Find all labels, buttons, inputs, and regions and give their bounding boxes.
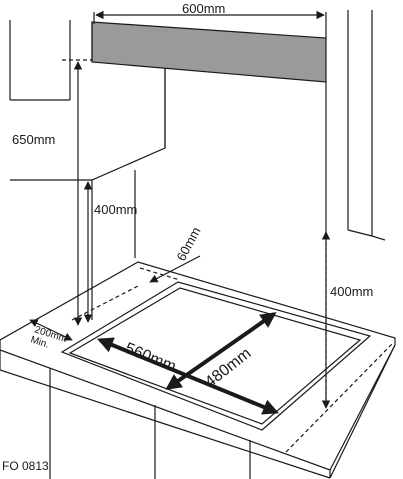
left-wall-cabinet [9,20,166,181]
dim-480-arrow [165,312,277,390]
label-560: 560mm [123,340,179,376]
label-60: 60mm [173,224,203,263]
right-wall-cabinet [347,10,386,241]
label-480: 480mm [202,345,255,391]
label-400-right: 400mm [330,284,373,299]
dash-200-guide [71,284,141,321]
dim-200-line [29,319,73,341]
cooker-hood [91,21,327,83]
dim-60-line [149,255,201,283]
dash-right-guide [285,343,393,453]
label-code: FO 0813 [2,459,49,473]
label-650: 650mm [12,132,55,147]
label-600: 600mm [182,1,225,16]
label-400-left: 400mm [94,202,137,217]
worktop-front [0,344,396,479]
